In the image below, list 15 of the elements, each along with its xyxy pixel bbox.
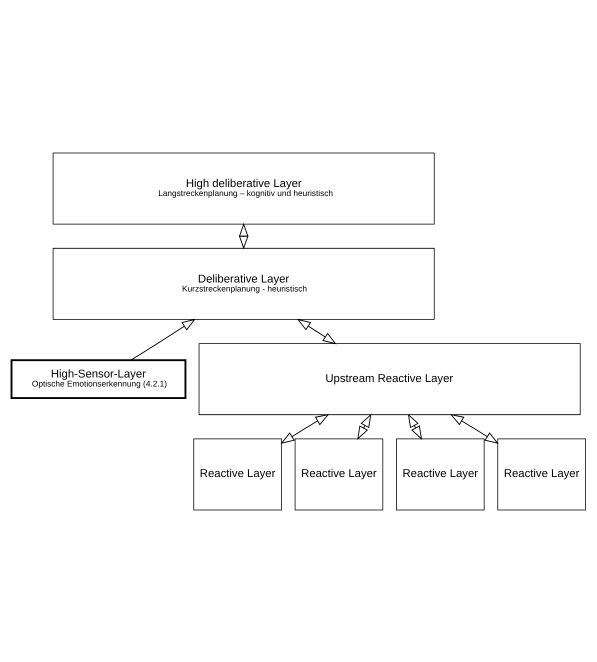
arrow bbox=[130, 318, 196, 360]
node-box: Deliberative Layer Kurzstreckenplanung - heuristisch bbox=[52, 247, 435, 320]
node-box: Reactive Layer bbox=[193, 438, 282, 510]
node-box: High deliberative Layer Langstreckenplanung – kognitiv und heuristisch bbox=[52, 152, 435, 224]
node-box: High-Sensor-Layer Optische Emotionserkennung (4.2.1) bbox=[10, 358, 186, 398]
arrow bbox=[357, 413, 372, 440]
arrow bbox=[296, 318, 337, 344]
arrow bbox=[238, 222, 249, 250]
node-box: Reactive Layer bbox=[497, 438, 586, 510]
node-box: Reactive Layer bbox=[294, 438, 384, 510]
arrow bbox=[408, 413, 422, 440]
node-box: Reactive Layer bbox=[396, 438, 485, 510]
arrow bbox=[450, 414, 499, 444]
arrow bbox=[280, 414, 330, 444]
node-box: Upstream Reactive Layer bbox=[198, 342, 581, 415]
